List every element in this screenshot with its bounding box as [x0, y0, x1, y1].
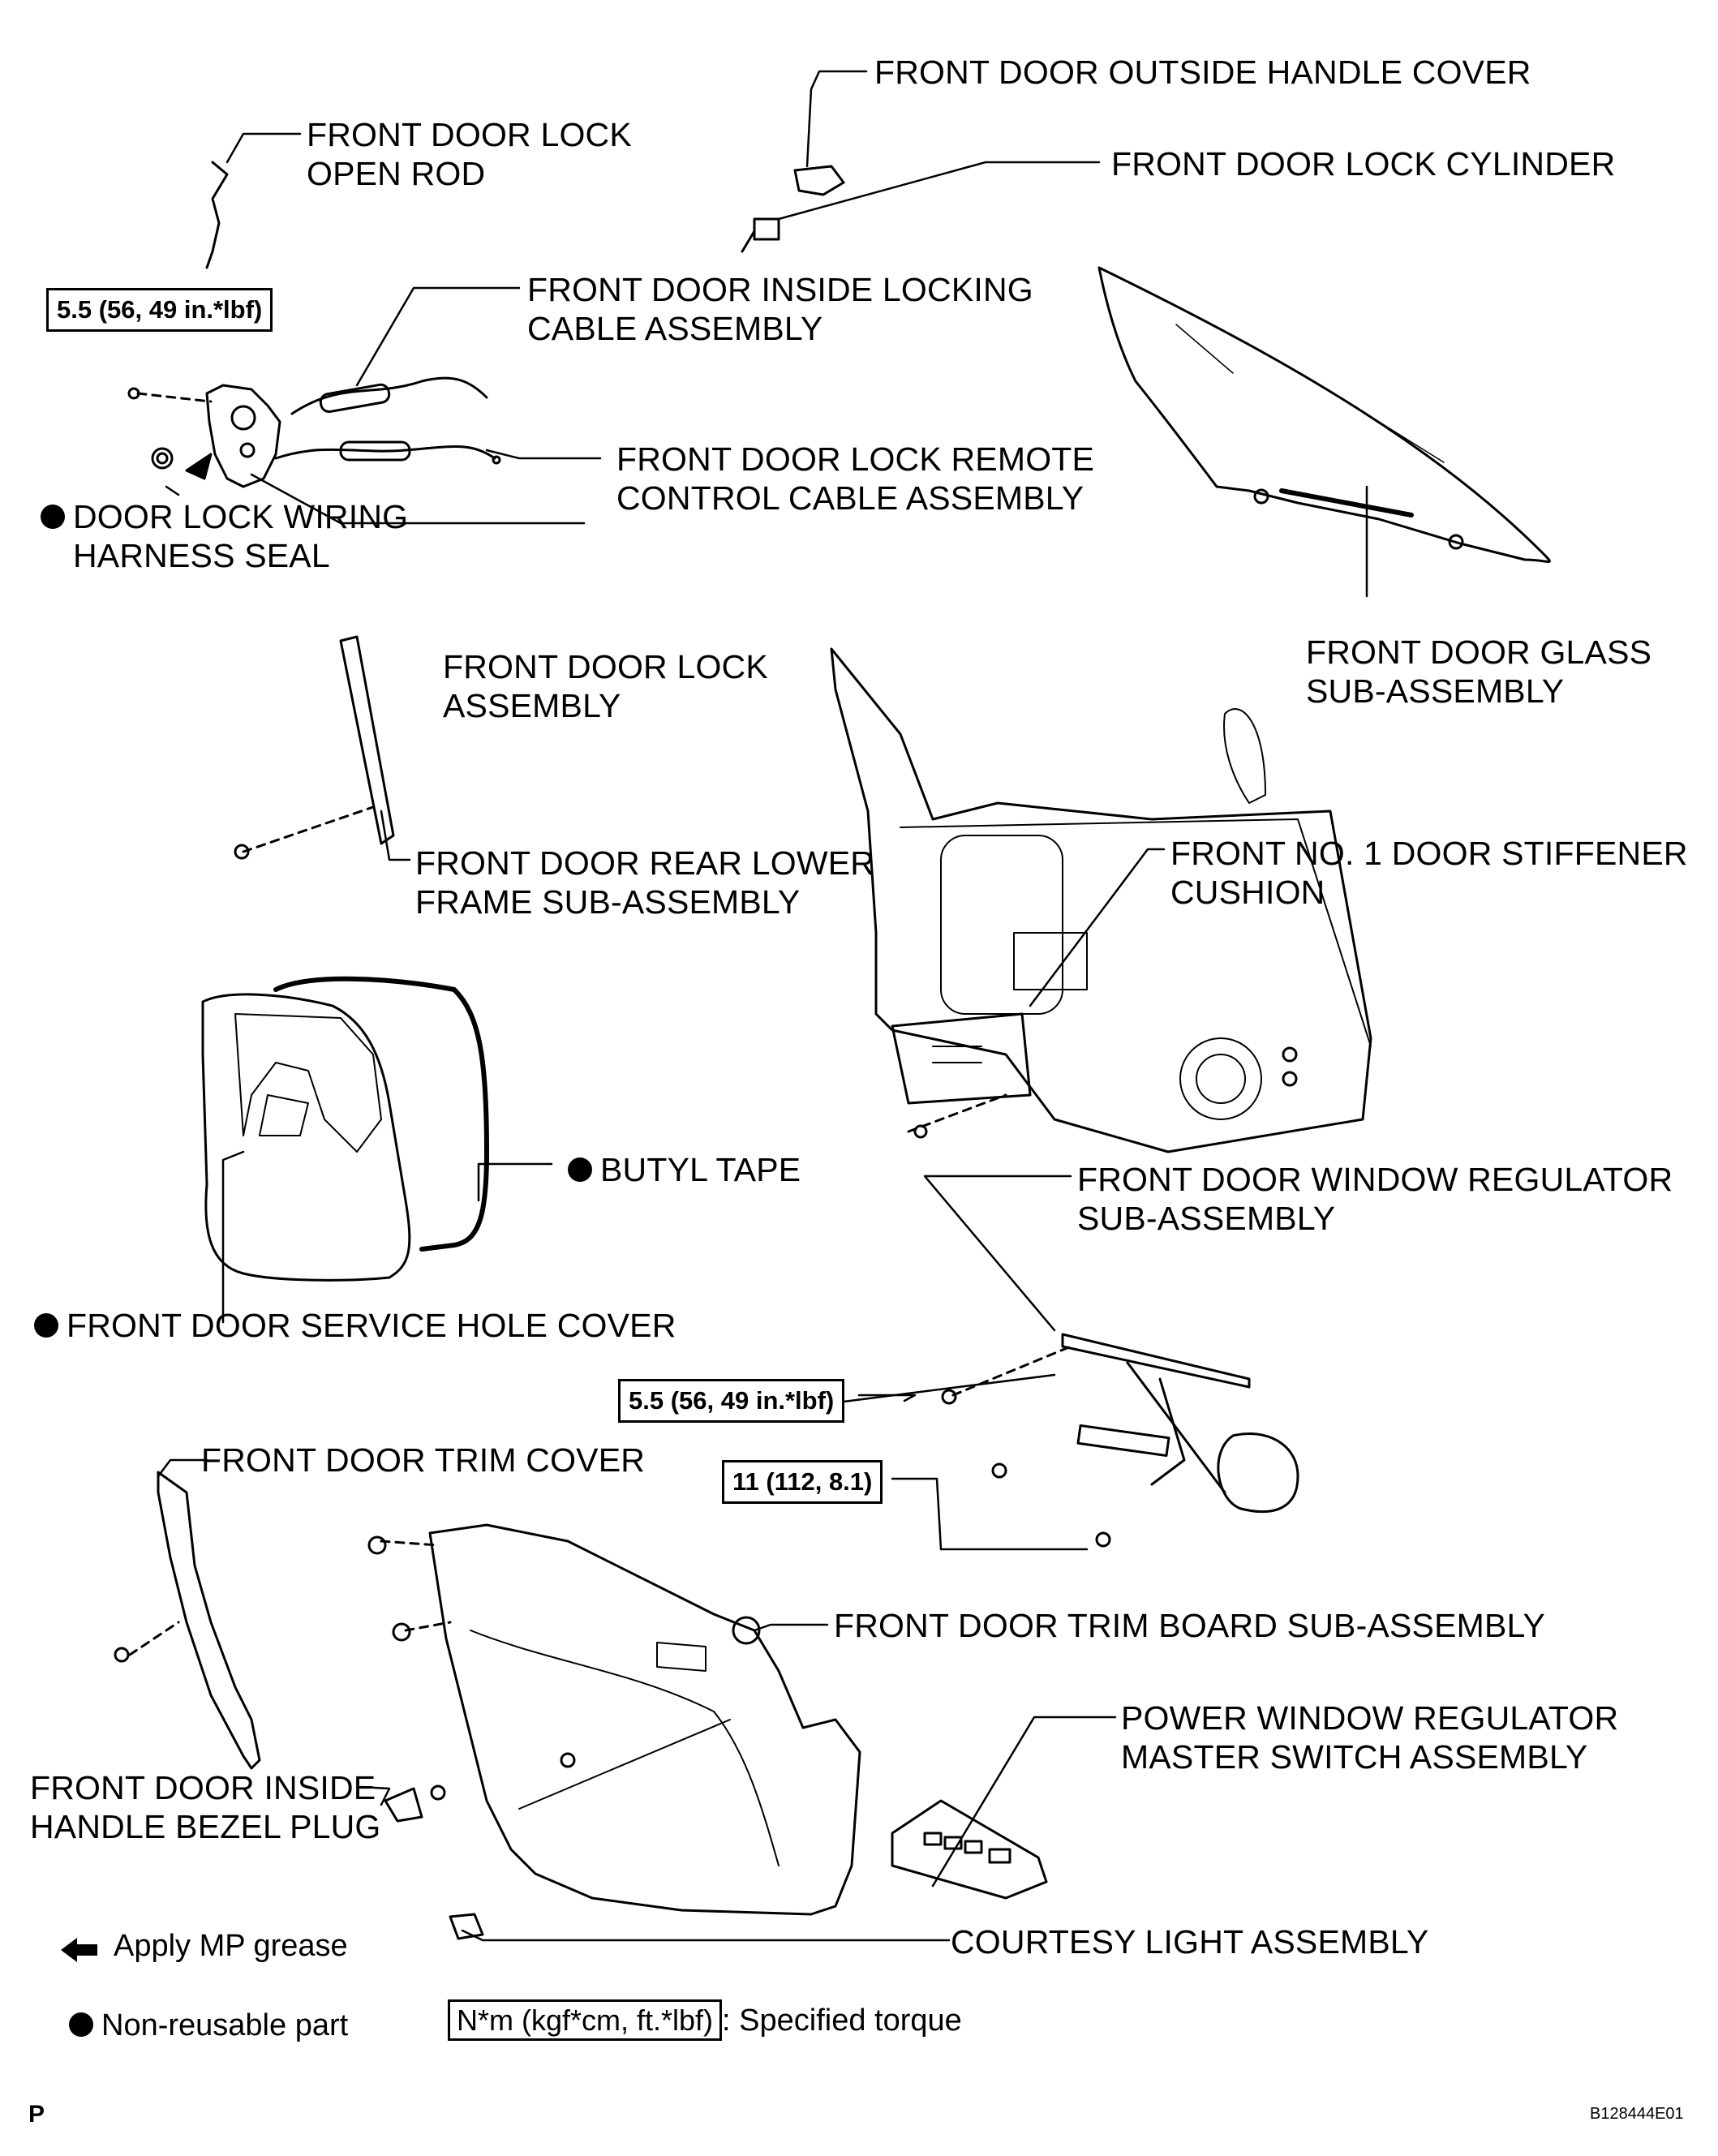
- label-line: FRONT DOOR REAR LOWER: [415, 844, 875, 882]
- label-stiffener-cushion: FRONT NO. 1 DOOR STIFFENER CUSHION: [1170, 834, 1688, 912]
- door-panel: [830, 647, 1372, 1153]
- torque-spec-regulator-bolt: 5.5 (56, 49 in.*lbf): [618, 1379, 845, 1423]
- label-wiring-harness-seal: DOOR LOCK WIRING HARNESS SEAL: [41, 497, 408, 575]
- label-lock-cylinder: FRONT DOOR LOCK CYLINDER: [1111, 144, 1615, 183]
- trim-board: [367, 1523, 861, 1916]
- label-master-switch: POWER WINDOW REGULATOR MASTER SWITCH ASS…: [1121, 1699, 1618, 1776]
- lock-open-rod: [205, 161, 229, 269]
- rear-lower-frame: [234, 635, 395, 860]
- legend-grease-text: Apply MP grease: [114, 1929, 348, 1963]
- label-lock-open-rod: FRONT DOOR LOCK OPEN ROD: [307, 115, 632, 193]
- legend-torque-text: : Specified torque: [722, 2004, 962, 2038]
- label-line: FRONT DOOR LOCK REMOTE: [616, 440, 1095, 478]
- label-line: SUB-ASSEMBLY: [1306, 672, 1565, 710]
- label-line: MASTER SWITCH ASSEMBLY: [1121, 1738, 1588, 1776]
- label-line: FRONT DOOR INSIDE LOCKING: [527, 271, 1033, 308]
- label-line: FRONT DOOR WINDOW REGULATOR: [1077, 1161, 1673, 1198]
- label-line: DOOR LOCK WIRING: [41, 497, 408, 536]
- label-line: FRAME SUB-ASSEMBLY: [415, 883, 801, 921]
- label-line: FRONT DOOR LOCK: [443, 648, 768, 685]
- label-line: FRONT DOOR TRIM BOARD SUB-ASSEMBLY: [834, 1607, 1546, 1644]
- label-line: ASSEMBLY: [443, 687, 621, 724]
- label-line: FRONT DOOR TRIM COVER: [201, 1441, 646, 1479]
- label-line: FRONT DOOR SERVICE HOLE COVER: [34, 1306, 676, 1345]
- torque-spec-lock-bolt: 5.5 (56, 49 in.*lbf): [46, 288, 273, 332]
- label-line: FRONT DOOR LOCK: [307, 116, 632, 153]
- trim-cover: [114, 1471, 261, 1770]
- label-text: DOOR LOCK WIRING: [73, 498, 409, 535]
- label-remote-control-cable: FRONT DOOR LOCK REMOTE CONTROL CABLE ASS…: [616, 440, 1094, 518]
- label-line: CABLE ASSEMBLY: [527, 310, 823, 347]
- label-outside-handle-cover: FRONT DOOR OUTSIDE HANDLE COVER: [874, 53, 1531, 92]
- legend-non-reusable-text: Non-reusable part: [101, 2008, 349, 2042]
- label-rear-lower-frame: FRONT DOOR REAR LOWER FRAME SUB-ASSEMBLY: [415, 844, 874, 921]
- label-line: COURTESY LIGHT ASSEMBLY: [951, 1923, 1429, 1961]
- non-reusable-dot-icon: [41, 505, 65, 530]
- non-reusable-dot-icon: [34, 1313, 58, 1338]
- non-reusable-dot-icon: [69, 2012, 93, 2037]
- butyl-tape: [273, 976, 489, 1252]
- label-text: FRONT DOOR SERVICE HOLE COVER: [67, 1307, 676, 1344]
- label-line: HARNESS SEAL: [73, 537, 330, 574]
- legend-torque-box: N*m (kgf*cm, ft.*lbf): [448, 1999, 723, 2041]
- window-regulator: [941, 1333, 1299, 1548]
- label-trim-board: FRONT DOOR TRIM BOARD SUB-ASSEMBLY: [834, 1606, 1545, 1645]
- label-line: HANDLE BEZEL PLUG: [30, 1808, 381, 1845]
- leader-lines: [157, 70, 1368, 1942]
- label-window-regulator: FRONT DOOR WINDOW REGULATOR SUB-ASSEMBLY: [1077, 1160, 1673, 1238]
- label-line: FRONT DOOR INSIDE: [30, 1769, 376, 1806]
- figure-code: B128444E01: [1590, 2105, 1684, 2123]
- label-lock-assembly: FRONT DOOR LOCK ASSEMBLY: [443, 647, 768, 725]
- label-line: BUTYL TAPE: [568, 1150, 801, 1189]
- service-hole-cover: [201, 993, 411, 1282]
- legend-torque: N*m (kgf*cm, ft.*lbf): Specified torque: [448, 1999, 962, 2041]
- door-lock-assembly: [127, 384, 281, 488]
- label-line: CUSHION: [1170, 874, 1325, 911]
- lock-cylinder: [741, 217, 780, 253]
- label-butyl-tape: BUTYL TAPE: [568, 1150, 801, 1189]
- legend-grease: Apply MP grease: [61, 1929, 348, 1964]
- inside-handle-bezel-plug: [384, 1787, 423, 1823]
- legend-non-reusable: Non-reusable part: [69, 2008, 348, 2043]
- label-service-hole-cover: FRONT DOOR SERVICE HOLE COVER: [34, 1306, 676, 1345]
- label-line: CONTROL CABLE ASSEMBLY: [616, 479, 1084, 517]
- label-inside-handle-bezel-plug: FRONT DOOR INSIDE HANDLE BEZEL PLUG: [30, 1768, 381, 1846]
- inside-locking-cable: [290, 376, 488, 415]
- grease-arrow-icon: [61, 1935, 97, 1962]
- label-line: OPEN ROD: [307, 155, 486, 192]
- label-trim-cover: FRONT DOOR TRIM COVER: [201, 1441, 645, 1480]
- label-line: SUB-ASSEMBLY: [1077, 1200, 1336, 1237]
- label-line: FRONT NO. 1 DOOR STIFFENER: [1170, 835, 1688, 872]
- label-line: FRONT DOOR LOCK CYLINDER: [1111, 145, 1616, 183]
- label-glass-sub-assembly: FRONT DOOR GLASS SUB-ASSEMBLY: [1306, 633, 1651, 711]
- page-mark: P: [28, 2101, 45, 2128]
- non-reusable-dot-icon: [568, 1157, 592, 1183]
- label-line: FRONT DOOR OUTSIDE HANDLE COVER: [874, 54, 1531, 91]
- remote-control-cable: [274, 440, 501, 465]
- front-door-glass: [1097, 266, 1551, 563]
- label-line: FRONT DOOR GLASS: [1306, 633, 1652, 671]
- torque-spec-regulator-motor-bolt: 11 (112, 8.1): [722, 1460, 883, 1504]
- label-text: BUTYL TAPE: [600, 1151, 801, 1188]
- label-line: POWER WINDOW REGULATOR: [1121, 1699, 1619, 1737]
- master-switch: [891, 1799, 1048, 1900]
- courtesy-light: [449, 1913, 484, 1940]
- outside-handle-cover: [793, 165, 845, 196]
- label-courtesy-light: COURTESY LIGHT ASSEMBLY: [951, 1922, 1428, 1961]
- label-inside-locking-cable: FRONT DOOR INSIDE LOCKING CABLE ASSEMBLY: [527, 270, 1033, 348]
